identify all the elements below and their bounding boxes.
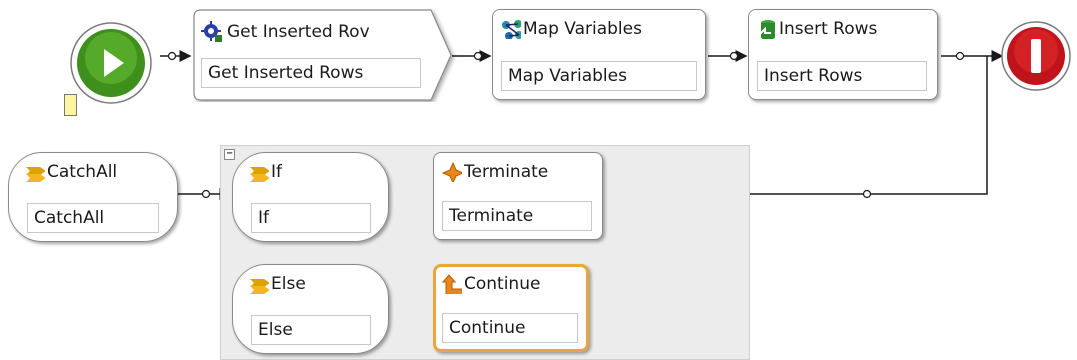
stop-node[interactable]	[998, 18, 1077, 98]
branch-arrow-icon	[250, 279, 269, 294]
insert-database-icon	[758, 20, 775, 39]
note-icon[interactable]	[64, 94, 77, 116]
connector-port	[201, 189, 211, 199]
node-terminate[interactable]: Terminate Terminate	[433, 152, 603, 240]
branch-arrow-icon	[26, 167, 45, 182]
start-node[interactable]	[66, 18, 156, 108]
connector-merge-stop	[730, 56, 988, 195]
gear-database-icon	[201, 21, 222, 42]
connector-port	[729, 51, 739, 61]
node-title: Get Inserted Rov	[227, 22, 370, 42]
node-name-field[interactable]: Continue	[442, 313, 578, 343]
node-insert-rows[interactable]: Insert Rows Insert Rows	[748, 9, 938, 100]
node-get-inserted-rows[interactable]: Get Inserted Rov Get Inserted Rows	[193, 9, 463, 102]
connector-port	[473, 51, 483, 61]
node-name-field[interactable]: Map Variables	[501, 61, 697, 91]
map-nodes-icon	[502, 20, 521, 39]
node-if[interactable]: If If	[232, 152, 389, 242]
node-name-field[interactable]: Insert Rows	[757, 61, 927, 91]
node-title: Insert Rows	[779, 19, 878, 39]
node-name-field[interactable]: Terminate	[442, 201, 592, 231]
node-continue[interactable]: Continue Continue	[433, 264, 589, 352]
connector-port	[862, 189, 872, 199]
node-map-variables[interactable]: Map Variables Map Variables	[492, 9, 706, 100]
node-catchall[interactable]: CatchAll CatchAll	[8, 152, 178, 242]
node-title: Continue	[464, 274, 541, 294]
branch-arrow-icon	[250, 167, 269, 182]
node-title: Terminate	[464, 162, 549, 182]
connector-port	[167, 51, 177, 61]
node-name-field[interactable]: Get Inserted Rows	[201, 58, 421, 88]
node-name-field[interactable]: CatchAll	[27, 203, 159, 233]
play-icon	[104, 49, 124, 77]
node-name-field[interactable]: Else	[251, 315, 371, 345]
connector-port	[955, 51, 965, 61]
node-title: CatchAll	[47, 162, 118, 182]
terminate-cross-icon	[442, 162, 462, 182]
collapse-toggle-button[interactable]: −	[224, 149, 235, 160]
stop-icon	[1031, 39, 1041, 73]
node-name-field[interactable]: If	[251, 203, 371, 233]
node-title: Map Variables	[523, 19, 642, 39]
continue-arrow-icon	[442, 274, 462, 294]
node-title: Else	[271, 274, 306, 294]
node-else[interactable]: Else Else	[232, 264, 389, 354]
node-title: If	[271, 162, 282, 182]
